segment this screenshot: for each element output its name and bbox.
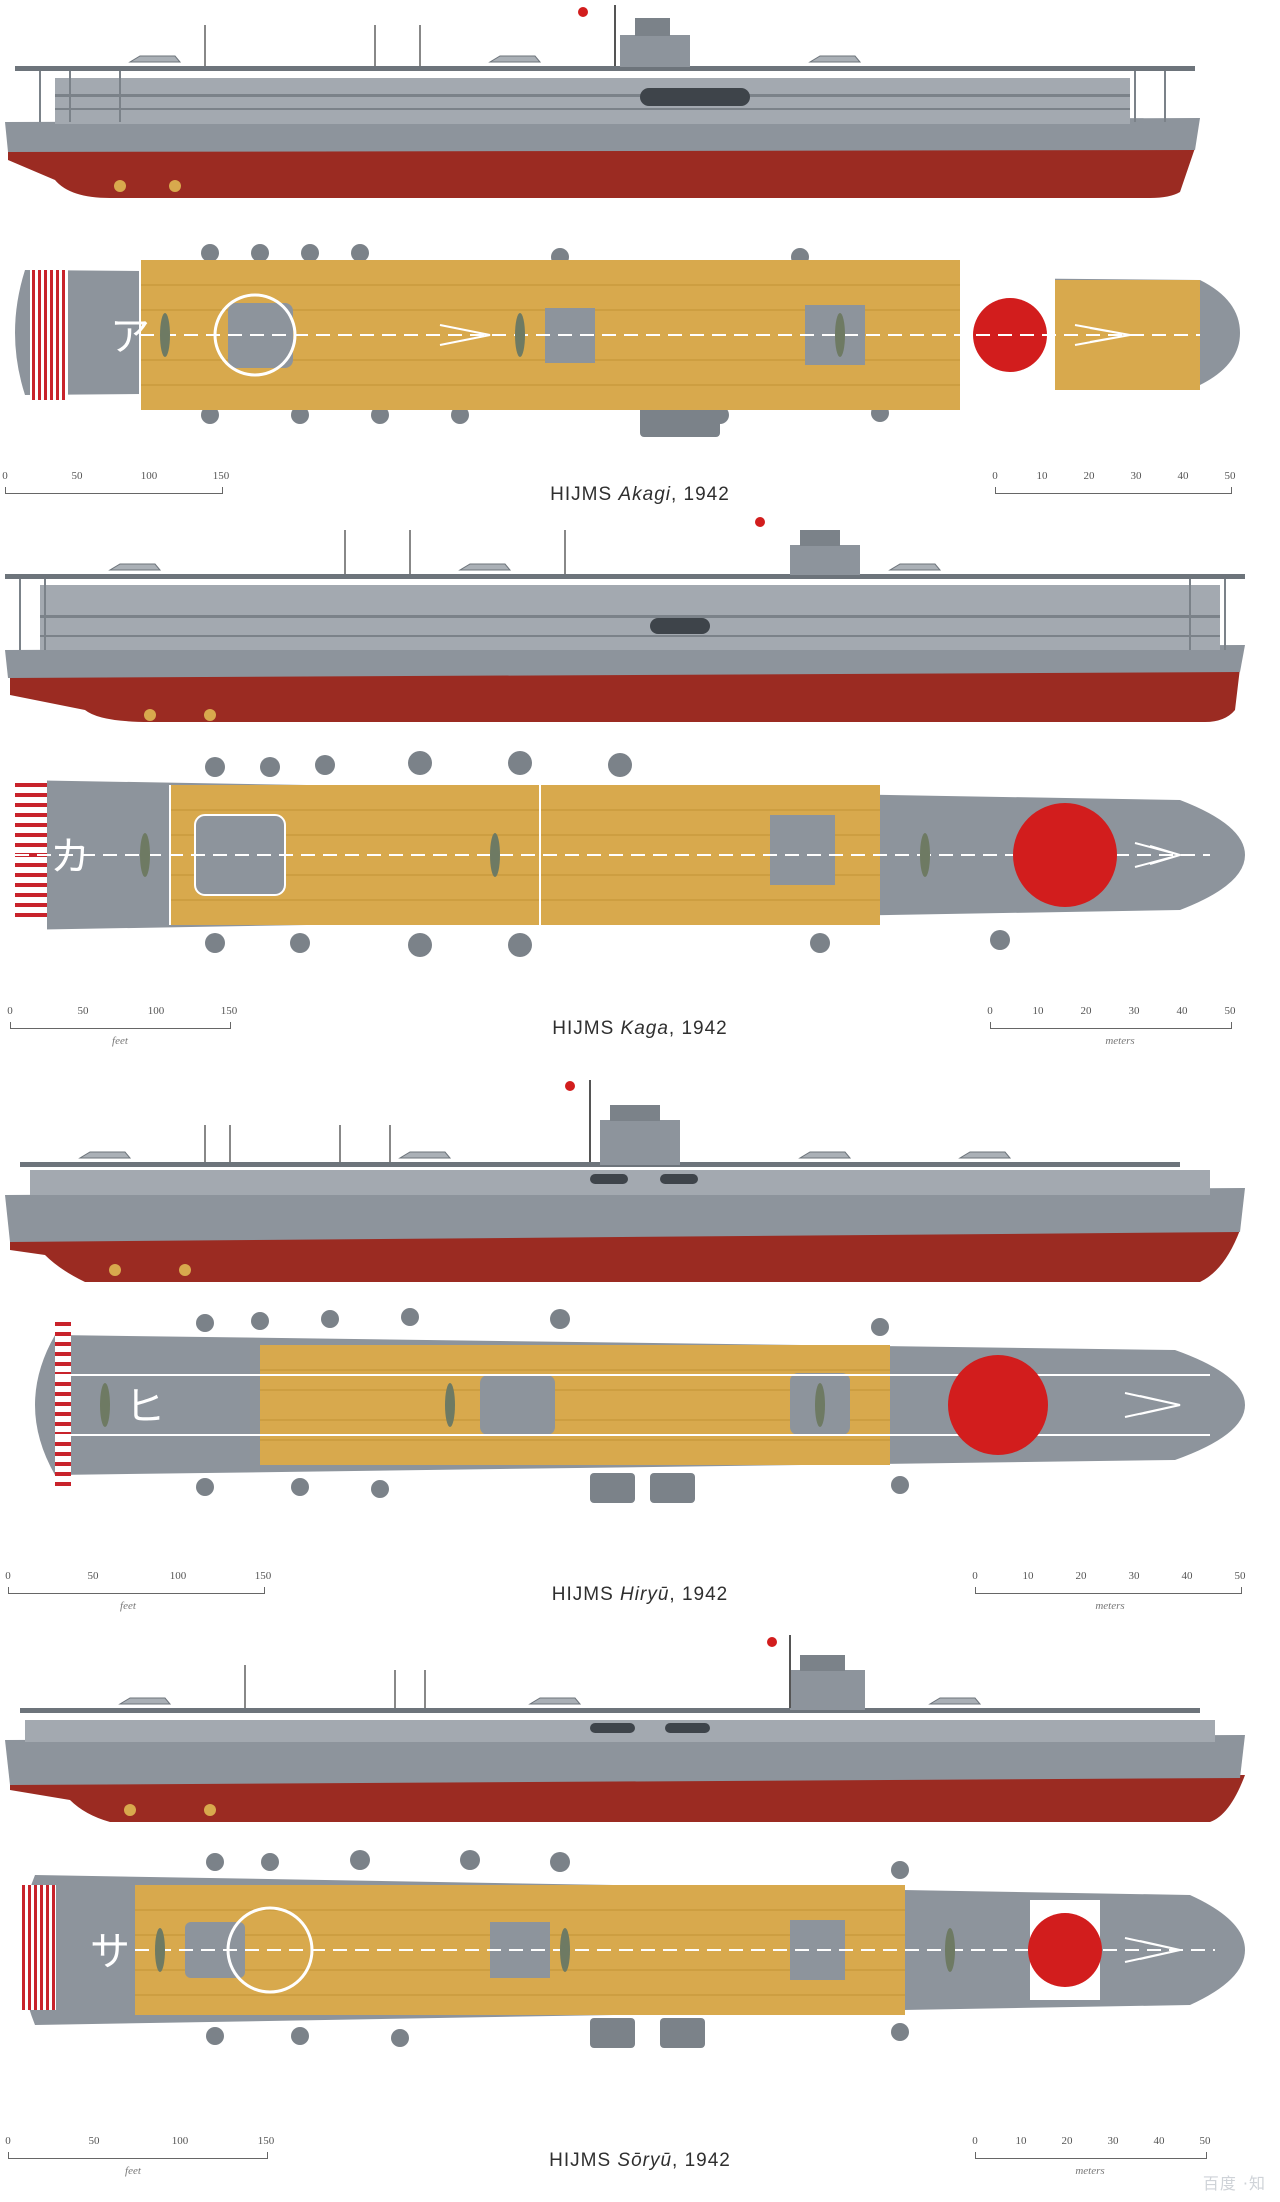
soryu-caption: HIJMS Sōryū, 1942 bbox=[549, 2150, 731, 2171]
kaga-caption: HIJMS Kaga, 1942 bbox=[552, 1018, 728, 1039]
soryu-scale-feet: 0 50 100 150 feet bbox=[5, 2135, 275, 2177]
hiryu-deck-kana: ヒ bbox=[125, 1384, 165, 1430]
kaga-flight-deck-plan-icon: カ bbox=[15, 751, 1245, 957]
akagi-caption: HIJMS Akagi, 1942 bbox=[550, 484, 730, 505]
watermark-text: 百度 ·知 bbox=[1202, 2174, 1266, 2193]
ship-plate-akagi: ア 0 50 100 150 HIJMS Akagi, 1942 0 10 20… bbox=[0, 0, 1280, 540]
hiryu-scale-meters: 0 10 20 30 40 50 meters bbox=[972, 1570, 1246, 1612]
akagi-scale-meters: 0 10 20 30 40 50 bbox=[992, 470, 1236, 515]
hiryu-side-profile-icon bbox=[5, 1080, 1245, 1282]
kaga-side-profile-icon bbox=[5, 517, 1245, 722]
ship-plate-soryu: サ 0 50 100 150 feet HIJMS Sōryū, 1942 0 … bbox=[0, 1630, 1280, 2202]
ship-plate-hiryu: ヒ 0 50 100 150 feet HIJMS Hiryū, 1942 0 … bbox=[0, 1070, 1280, 1630]
soryu-flight-deck-plan-icon: サ bbox=[20, 1850, 1245, 2048]
kaga-scale-meters: 0 10 20 30 40 50 meters bbox=[987, 1005, 1236, 1047]
hiryu-flight-deck-plan-icon: ヒ bbox=[35, 1308, 1245, 1503]
kaga-scale-feet: 0 50 100 150 feet bbox=[7, 1005, 238, 1047]
hiryu-caption: HIJMS Hiryū, 1942 bbox=[551, 1584, 729, 1605]
hiryu-scale-feet: 0 50 100 150 feet bbox=[5, 1570, 272, 1612]
akagi-deck-kana: ア bbox=[110, 314, 150, 360]
kaga-deck-kana: カ bbox=[50, 834, 90, 880]
akagi-side-profile-icon bbox=[5, 5, 1200, 198]
ship-plate-kaga: カ 0 50 100 150 feet HIJMS Kaga, 1942 0 1… bbox=[0, 510, 1280, 1070]
akagi-flight-deck-plan-icon: ア bbox=[15, 244, 1240, 437]
soryu-deck-kana: サ bbox=[90, 1929, 130, 1975]
soryu-side-profile-icon bbox=[5, 1635, 1245, 1822]
akagi-scale-feet: 0 50 100 150 bbox=[2, 470, 229, 515]
soryu-scale-meters: 0 10 20 30 40 50 meters bbox=[972, 2135, 1211, 2177]
